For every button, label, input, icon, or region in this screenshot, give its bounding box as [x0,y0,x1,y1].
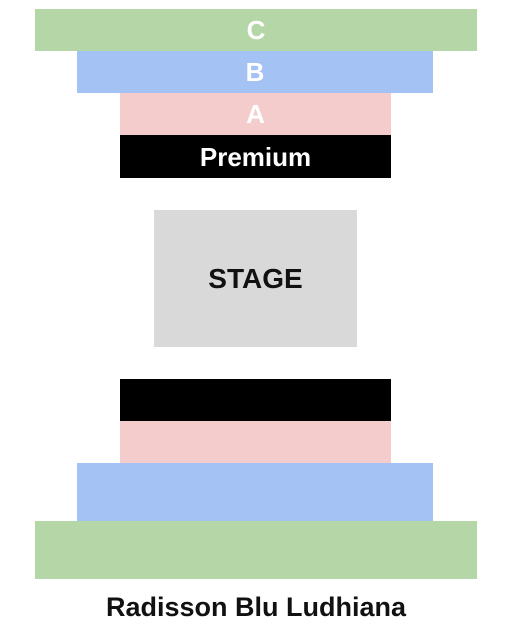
section-b-top[interactable]: B [77,51,433,93]
section-c-label: C [246,15,266,45]
section-c-bottom[interactable] [35,521,477,579]
stage: STAGE [154,210,357,347]
section-b-label: B [245,57,265,87]
section-a-label: A [246,99,265,129]
venue-name: Radisson Blu Ludhiana [105,592,407,622]
section-a-top[interactable]: A [120,93,391,135]
section-premium-label: Premium [199,141,312,172]
section-b-bottom[interactable] [77,463,433,521]
section-a-bottom[interactable] [120,421,391,463]
section-premium-bottom[interactable] [120,379,391,421]
stage-label: STAGE [208,262,303,294]
section-c-top[interactable]: C [35,9,477,51]
section-premium-top[interactable]: Premium [120,135,391,178]
